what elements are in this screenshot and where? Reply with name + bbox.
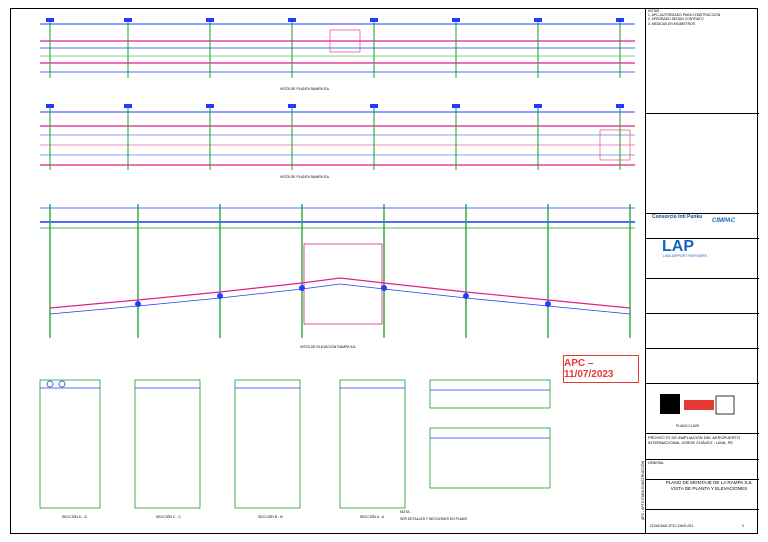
plan-top-caption: VISTA DE PLANTA RAMPA SJL [280, 87, 330, 91]
section-d-d [39, 379, 101, 509]
title-block: NOTAS 1. APC-AUTORIZADO PARA CONSTRUCCIÓ… [645, 8, 759, 534]
note-heading: NOTA: [400, 510, 410, 514]
authority-box [646, 348, 759, 383]
notes-heading: NOTAS [648, 9, 660, 13]
client-box [646, 238, 759, 278]
section-a-a [339, 379, 406, 509]
consultant-box [646, 278, 759, 313]
apc-stamp: APC – 11/07/2023 [563, 355, 639, 383]
project-title: PROYECTO DE AMPLIACIÓN DEL AEROPUERTO IN… [648, 435, 741, 445]
plan-view-top [40, 18, 635, 78]
cimpac-logo: CIMPAC [712, 218, 736, 224]
section-c-c [134, 379, 201, 509]
consorcio-logo: Consorcio Inti Punku [652, 214, 703, 220]
plan-view-mid [40, 104, 635, 170]
key-plan-label: PLANO CLAVE [676, 424, 700, 428]
lap-logo: LAP [662, 238, 694, 255]
sec-aa-caption: SECCIÓN A - A [360, 514, 385, 519]
key-plan-box: PLANO CLAVE [646, 383, 759, 433]
discipline-label: GENERAL [648, 461, 665, 465]
section-b-b [234, 379, 301, 509]
sec-dd-caption: SECCIÓN D - D [62, 514, 88, 519]
notes-item: 3. MEDIDAS EN MILÍMETROS [648, 21, 695, 26]
project-box: PROYECTO DE AMPLIACIÓN DEL AEROPUERTO IN… [646, 433, 759, 459]
drawing-number-box: 21245-BAS-1P1C-DWG-001 0 [646, 509, 759, 534]
seal-box [646, 313, 759, 348]
sec-bb-caption: SECCIÓN B - B [258, 514, 283, 519]
lap-subtitle: LIMA AIRPORT PARTNERS [663, 254, 707, 258]
notes-item: 2. APROBADO SEGÚN CONTRATO [648, 17, 704, 22]
elevation-view [40, 204, 635, 338]
drawing-title-box [646, 479, 759, 509]
note-text: VER DETALLES Y SECCIONES EN PLANO [400, 517, 467, 521]
drawing-area: VISTA DE PLANTA RAMPA SJL VISTA [39, 18, 635, 521]
notes-item: 1. APC-AUTORIZADO PARA CONSTRUCCIÓN [648, 13, 721, 18]
revision-number: 0 [742, 524, 744, 528]
notes-box: NOTAS 1. APC-AUTORIZADO PARA CONSTRUCCIÓ… [646, 8, 759, 113]
vertical-label: APC - APTO PARA CONSTRUCCIÓN [641, 460, 645, 520]
discipline-box: GENERAL [646, 459, 759, 479]
elevation-caption: VISTA DE ELEVACIÓN RAMPA SJL [300, 344, 356, 349]
plan-mid-caption: VISTA DE PLANTA RAMPA SJL [280, 175, 330, 179]
drawing-title: PLANO DE MONTAJE DE LA RAMPA SJL VISTA D… [665, 480, 753, 491]
sec-cc-caption: SECCIÓN C - C [156, 514, 182, 519]
contractor-box [646, 213, 759, 238]
drawing-number: 21245-BAS-1P1C-DWG-001 [650, 524, 694, 528]
section-details [429, 379, 551, 489]
revision-table [646, 113, 759, 213]
sheet-border [10, 8, 758, 534]
key-plan-diagram [660, 394, 735, 415]
